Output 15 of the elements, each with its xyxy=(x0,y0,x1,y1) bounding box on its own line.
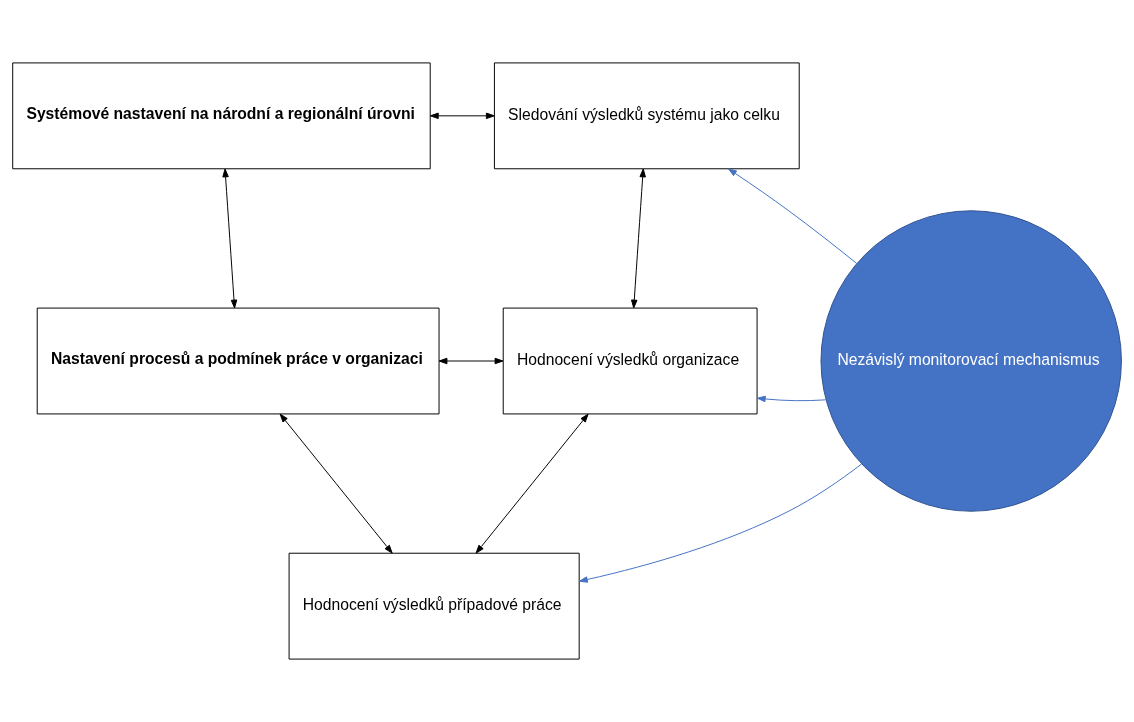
arrow xyxy=(279,413,393,554)
arrow xyxy=(475,413,589,554)
arrow xyxy=(579,463,863,583)
arrow xyxy=(438,357,504,365)
arrow xyxy=(728,168,858,265)
arrow xyxy=(631,168,646,309)
arrow xyxy=(429,112,495,120)
node-box: Systémové nastavení na národní a regionální úrovni xyxy=(12,62,431,170)
arrow xyxy=(222,168,238,309)
node-box: Nastavení procesů a podmínek práce v organizaci xyxy=(36,307,440,415)
node-box: Hodnocení výsledků případové práce xyxy=(288,552,580,660)
node-box: Hodnocení výsledků organizace xyxy=(502,307,758,415)
node-circle: Nezávislý monitorovací mechanismus xyxy=(820,210,1122,512)
node-box: Sledování výsledků systému jako celku xyxy=(493,62,800,170)
arrow xyxy=(756,395,827,403)
